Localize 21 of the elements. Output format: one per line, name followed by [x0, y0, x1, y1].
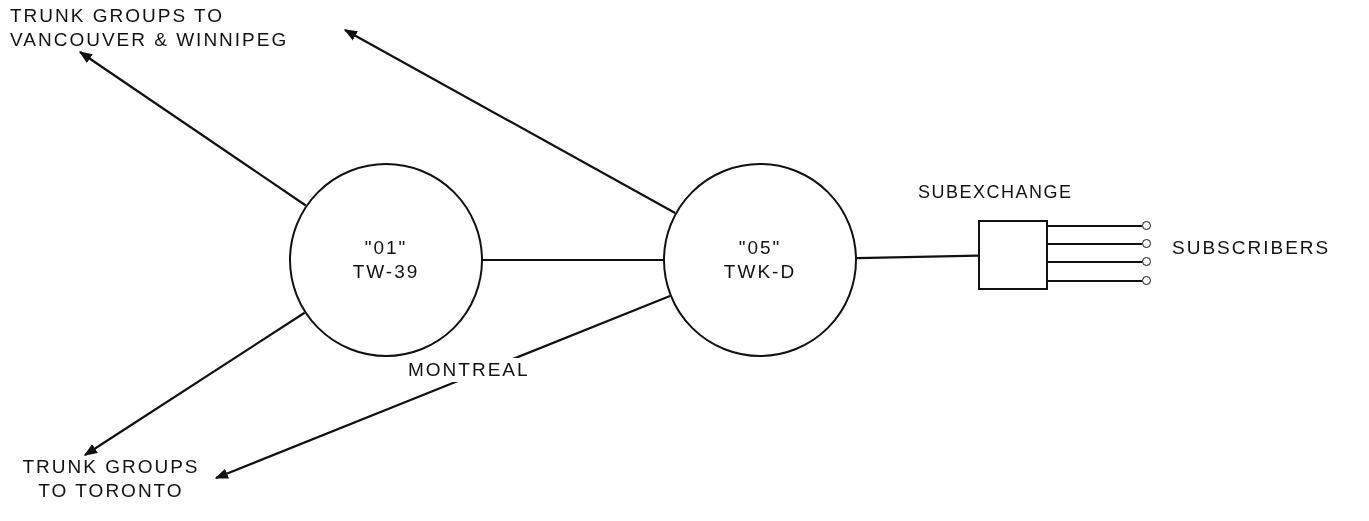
- connector-line: [856, 254, 979, 260]
- terminal-circle: [1142, 221, 1151, 230]
- node-label: "05" TWK-D: [722, 236, 798, 284]
- connector-line: [1048, 242, 1142, 246]
- terminal-circle: [1142, 276, 1151, 285]
- connector-line: [1048, 260, 1142, 264]
- arrow: [214, 295, 671, 480]
- connector-line: [1048, 279, 1142, 283]
- node-label: "01" TW-39: [351, 236, 421, 284]
- connector-line: [1048, 224, 1142, 228]
- terminal-circle: [1142, 257, 1151, 266]
- arrow: [343, 29, 676, 214]
- annotation-text: TRUNK GROUPS TO TORONTO: [6, 455, 216, 503]
- arrow: [78, 51, 307, 207]
- annotation-text: SUBSCRIBERS: [1172, 236, 1332, 260]
- annotation-text: TRUNK GROUPS TO VANCOUVER & WINNIPEG: [10, 4, 345, 52]
- terminal-circle: [1142, 239, 1151, 248]
- node-heading: SUBEXCHANGE: [918, 181, 1073, 204]
- connector-line: [483, 258, 663, 262]
- location-label: MONTREAL: [408, 358, 530, 382]
- arrow: [83, 311, 306, 456]
